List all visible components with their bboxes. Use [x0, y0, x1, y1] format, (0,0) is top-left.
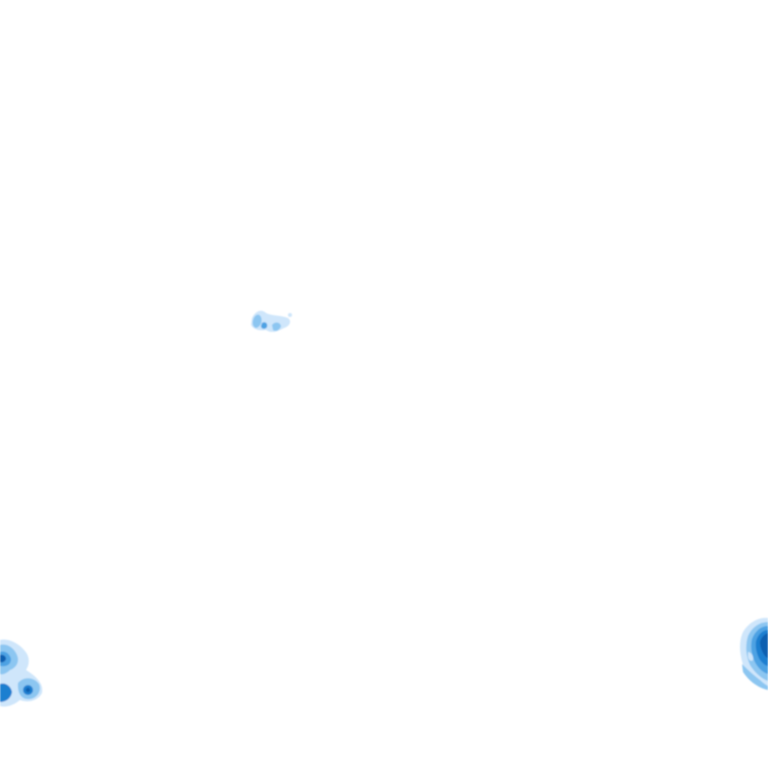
- precipitation-echo-bottom-right: [740, 617, 768, 690]
- precipitation-echo-bottom-left: [0, 639, 43, 707]
- precipitation-echo-center: [251, 310, 292, 332]
